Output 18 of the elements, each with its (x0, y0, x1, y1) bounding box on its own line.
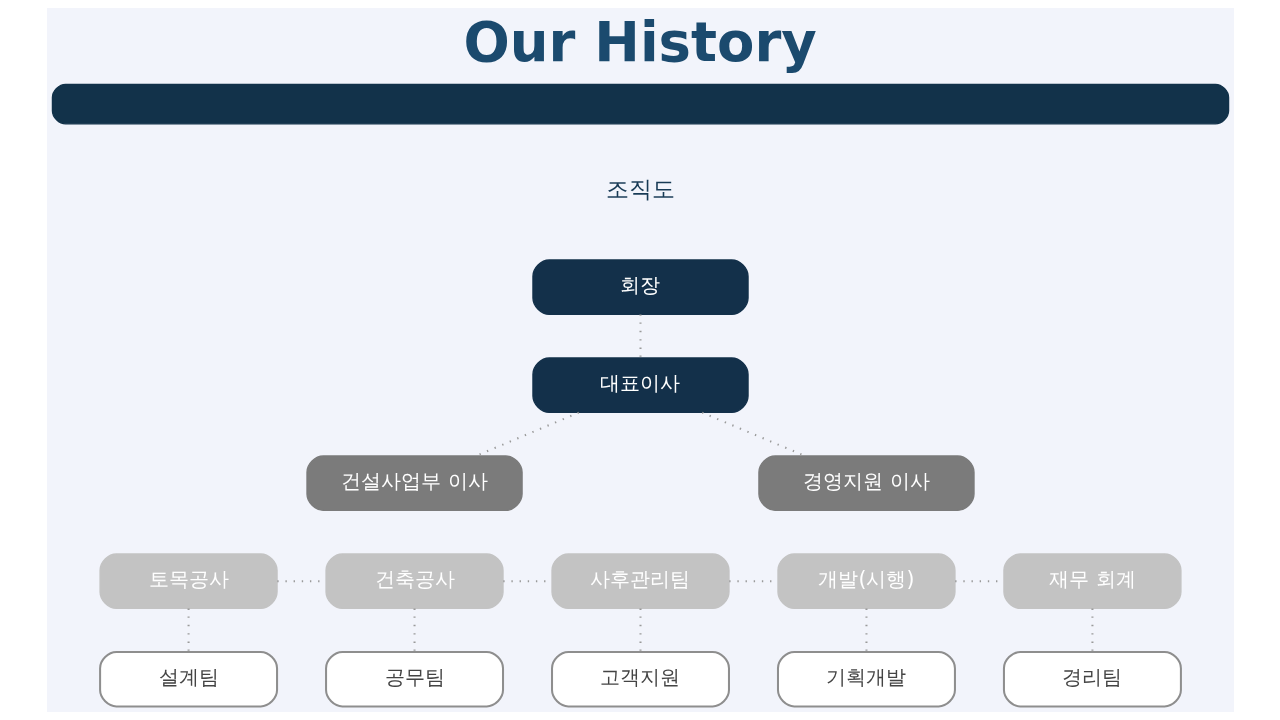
node-box: 고객지원 (550, 650, 730, 708)
node-box: 경리팀 (1002, 650, 1182, 708)
node-box: 대표이사 (531, 357, 749, 414)
node-bar (51, 83, 1229, 125)
node-box: 설계팀 (98, 650, 278, 708)
node-box: 재무 회계 (1002, 553, 1182, 610)
node-box: 회장 (531, 259, 749, 316)
node-box: 건설사업부 이사 (305, 455, 523, 512)
diagram-title: Our History (463, 10, 817, 75)
node-box: 공무팀 (324, 650, 504, 708)
label: 조직도 (605, 176, 675, 203)
connector (701, 411, 805, 457)
node-box: 사후관리팀 (550, 553, 730, 610)
node-box: 개발(시행) (776, 553, 956, 610)
node-box: 경영지원 이사 (757, 455, 975, 512)
node-box: 건축공사 (324, 553, 504, 610)
node-box: 기획개발 (776, 650, 956, 708)
node-box: 토목공사 (98, 553, 278, 610)
